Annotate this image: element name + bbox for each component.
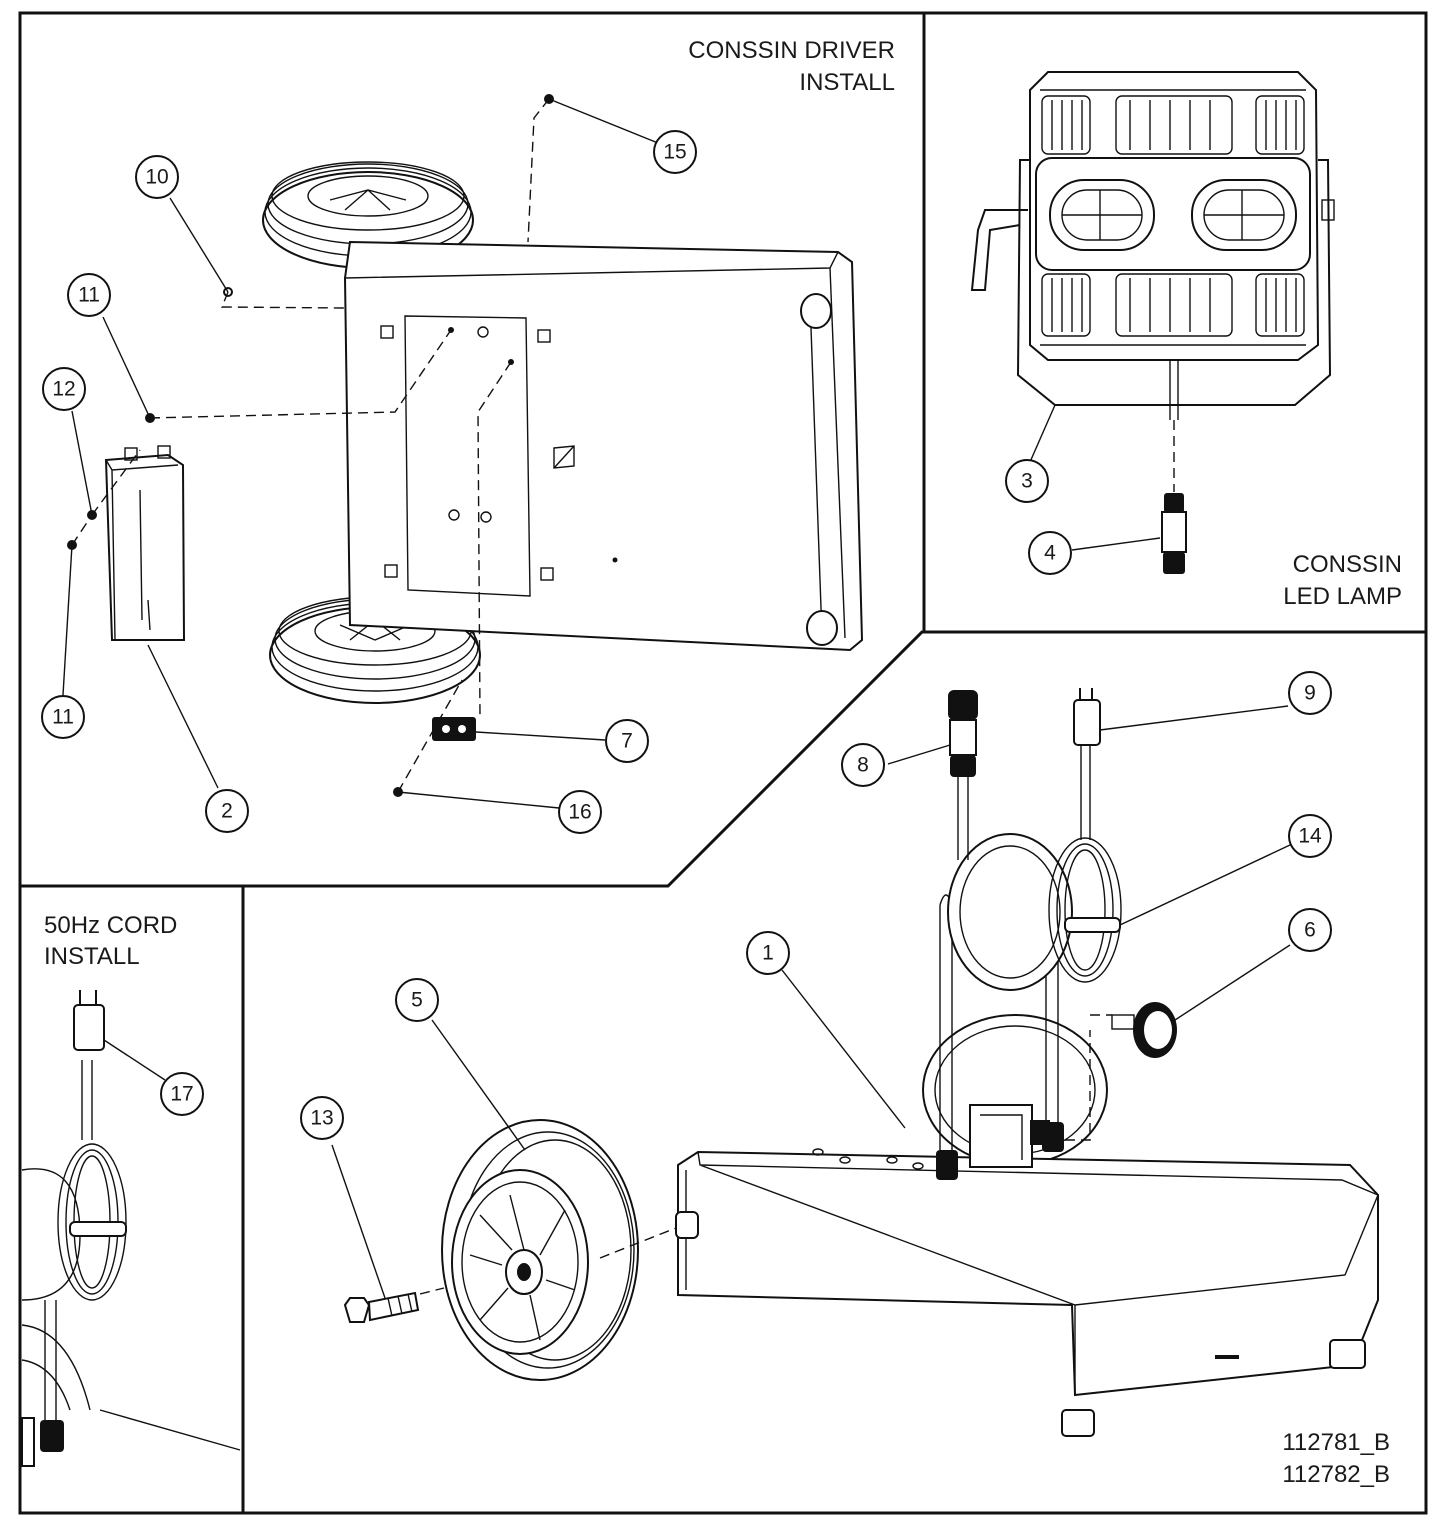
led-lamp-illustration bbox=[970, 71, 1335, 574]
svg-text:3: 3 bbox=[1021, 470, 1033, 493]
panel-title-led-lamp: CONSSIN LED LAMP bbox=[1283, 551, 1402, 610]
svg-text:10: 10 bbox=[145, 166, 168, 189]
balloon-17: 17 bbox=[160, 1072, 204, 1116]
balloon-15: 15 bbox=[653, 130, 697, 174]
svg-text:50Hz CORD: 50Hz CORD bbox=[44, 912, 177, 939]
drawing-number: 112781_B 112782_B bbox=[1282, 1429, 1390, 1488]
balloon-9: 9 bbox=[1288, 671, 1332, 715]
balloon-4: 4 bbox=[1028, 531, 1072, 575]
svg-text:8: 8 bbox=[857, 754, 869, 777]
svg-text:6: 6 bbox=[1304, 919, 1316, 942]
svg-text:11: 11 bbox=[52, 706, 74, 729]
callout-balloons: 15 10 11 12 11 2 7 16 3 4 8 9 14 6 1 5 1… bbox=[41, 130, 1332, 1140]
svg-text:2: 2 bbox=[221, 800, 233, 823]
svg-text:7: 7 bbox=[621, 730, 633, 753]
balloon-10: 10 bbox=[135, 155, 179, 199]
svg-text:112782_B: 112782_B bbox=[1282, 1461, 1390, 1488]
balloon-2: 2 bbox=[205, 789, 249, 833]
balloon-16: 16 bbox=[558, 790, 602, 834]
svg-text:17: 17 bbox=[170, 1083, 193, 1106]
svg-text:15: 15 bbox=[663, 141, 686, 164]
svg-text:CONSSIN: CONSSIN bbox=[1293, 551, 1402, 578]
svg-text:11: 11 bbox=[78, 284, 100, 307]
balloon-14: 14 bbox=[1288, 814, 1332, 858]
svg-text:1: 1 bbox=[762, 942, 774, 965]
svg-text:112781_B: 112781_B bbox=[1282, 1429, 1390, 1456]
svg-text:INSTALL: INSTALL bbox=[799, 69, 895, 96]
panel-title-driver-install: CONSSIN DRIVER INSTALL bbox=[688, 37, 895, 96]
balloon-7: 7 bbox=[605, 719, 649, 763]
balloon-5: 5 bbox=[395, 978, 439, 1022]
balloon-1: 1 bbox=[746, 931, 790, 975]
balloon-3: 3 bbox=[1005, 459, 1049, 503]
svg-text:14: 14 bbox=[1298, 825, 1322, 848]
svg-text:16: 16 bbox=[568, 801, 591, 824]
balloon-13: 13 bbox=[300, 1096, 344, 1140]
cart-assembly-illustration bbox=[331, 688, 1379, 1437]
svg-text:4: 4 bbox=[1044, 542, 1056, 565]
svg-text:CONSSIN DRIVER: CONSSIN DRIVER bbox=[688, 37, 895, 64]
svg-text:5: 5 bbox=[411, 989, 423, 1012]
svg-text:9: 9 bbox=[1304, 682, 1316, 705]
cord-install-illustration bbox=[21, 990, 241, 1467]
svg-text:12: 12 bbox=[52, 378, 75, 401]
svg-text:13: 13 bbox=[310, 1107, 333, 1130]
balloon-11: 11 bbox=[67, 273, 111, 317]
balloon-6: 6 bbox=[1288, 908, 1332, 952]
wheel-bottom bbox=[269, 596, 481, 704]
panel-title-cord-install: 50Hz CORD INSTALL bbox=[44, 912, 177, 970]
balloon-11-lower: 11 bbox=[41, 695, 85, 739]
balloon-8: 8 bbox=[841, 743, 885, 787]
balloon-12: 12 bbox=[42, 367, 86, 411]
svg-text:INSTALL: INSTALL bbox=[44, 943, 140, 970]
cart-underside-illustration bbox=[62, 94, 864, 809]
svg-text:LED LAMP: LED LAMP bbox=[1283, 583, 1402, 610]
panel-frame bbox=[18, 11, 1428, 1515]
